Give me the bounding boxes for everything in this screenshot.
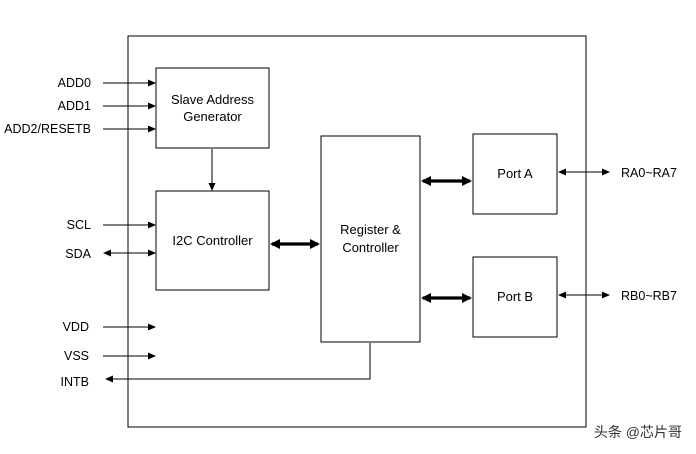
pin-label-add1: ADD1 — [58, 99, 91, 113]
pin-label-add2-resetb: ADD2/RESETB — [4, 122, 91, 136]
slave-address-label-line2: Generator — [183, 109, 242, 124]
port-a-block: Port A — [472, 133, 558, 215]
intb-arrow — [105, 343, 371, 383]
pin-label-ra: RA0~RA7 — [621, 166, 677, 180]
pin-label-add0: ADD0 — [58, 76, 91, 90]
pin-label-intb: INTB — [61, 375, 89, 389]
i2c-controller-label: I2C Controller — [172, 233, 253, 248]
watermark: 头条 @芯片哥 — [594, 424, 682, 440]
pin-label-vss: VSS — [64, 349, 89, 363]
pin-label-vdd: VDD — [63, 320, 89, 334]
register-label-line2: Controller — [342, 240, 399, 255]
slave-address-label-line1: Slave Address — [171, 92, 255, 107]
port-b-block: Port B — [472, 256, 558, 338]
slave-address-generator-block: Slave Address Generator — [155, 67, 270, 149]
pin-label-sda: SDA — [65, 247, 91, 261]
register-label-line1: Register & — [340, 222, 401, 237]
port-a-label: Port A — [497, 166, 533, 181]
port-b-label: Port B — [497, 289, 533, 304]
register-controller-block: Register & Controller — [320, 135, 421, 343]
pin-label-scl: SCL — [67, 218, 91, 232]
pin-label-rb: RB0~RB7 — [621, 289, 677, 303]
chip-boundary — [127, 35, 587, 428]
i2c-controller-block: I2C Controller — [155, 190, 270, 291]
